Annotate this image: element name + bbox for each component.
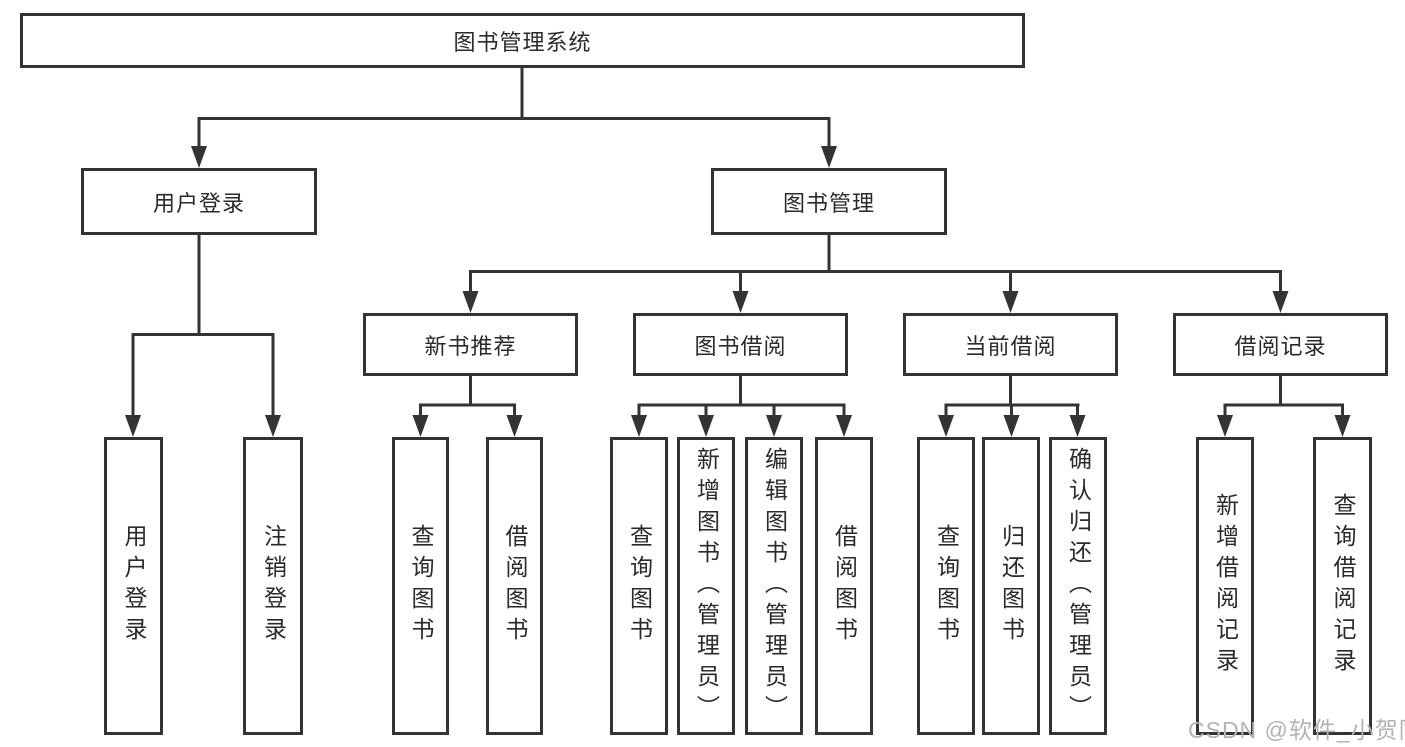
leaf-edit-book-admin-label: 编辑图书（管理员） xyxy=(761,446,788,726)
leaf-add-book-admin-label: 新增图书（管理员） xyxy=(693,446,720,726)
leaf-user-login: 用户登录 xyxy=(104,437,163,735)
leaf-query-books-current-label: 查询图书 xyxy=(933,524,960,648)
node-borrowing-records-label: 借阅记录 xyxy=(1234,333,1327,359)
leaf-query-books-recommend: 查询图书 xyxy=(392,437,449,735)
csdn-watermark: CSDN @软件_小贺同学 xyxy=(1188,717,1405,743)
leaf-return-book: 归还图书 xyxy=(982,437,1040,735)
leaf-add-book-admin: 新增图书（管理员） xyxy=(677,437,735,735)
node-current-borrowing-label: 当前借阅 xyxy=(964,333,1057,359)
leaf-query-books-current: 查询图书 xyxy=(917,437,975,735)
leaf-query-borrow-record: 查询借阅记录 xyxy=(1313,437,1372,735)
node-new-book-recommend-label: 新书推荐 xyxy=(424,333,517,359)
leaf-confirm-return-admin: 确认归还（管理员） xyxy=(1049,437,1107,735)
leaf-borrow-books: 借阅图书 xyxy=(815,437,873,735)
node-current-borrowing: 当前借阅 xyxy=(903,313,1118,376)
node-book-management-label: 图书管理 xyxy=(782,190,875,216)
leaf-return-book-label: 归还图书 xyxy=(998,524,1025,648)
node-library-system-label: 图书管理系统 xyxy=(453,29,592,55)
node-book-borrowing: 图书借阅 xyxy=(633,313,848,376)
leaf-borrow-books-recommend: 借阅图书 xyxy=(486,437,543,735)
leaf-user-login-label: 用户登录 xyxy=(121,524,147,648)
leaf-add-borrow-record: 新增借阅记录 xyxy=(1196,437,1254,735)
leaf-logout-label: 注销登录 xyxy=(260,524,287,648)
leaf-borrow-books-label: 借阅图书 xyxy=(831,524,858,648)
arrowheads xyxy=(125,146,1351,437)
node-book-borrowing-label: 图书借阅 xyxy=(694,333,787,359)
node-book-management: 图书管理 xyxy=(711,168,947,235)
leaf-query-books-borrow: 查询图书 xyxy=(610,437,668,735)
leaf-add-borrow-record-label: 新增借阅记录 xyxy=(1212,493,1239,679)
node-borrowing-records: 借阅记录 xyxy=(1173,313,1388,376)
node-new-book-recommend: 新书推荐 xyxy=(363,313,578,376)
leaf-edit-book-admin: 编辑图书（管理员） xyxy=(745,437,803,735)
node-user-login: 用户登录 xyxy=(81,168,317,235)
leaf-logout: 注销登录 xyxy=(243,437,303,735)
leaf-query-books-borrow-label: 查询图书 xyxy=(626,524,653,648)
leaf-borrow-books-recommend-label: 借阅图书 xyxy=(502,524,528,648)
leaf-query-books-recommend-label: 查询图书 xyxy=(408,524,434,648)
leaf-confirm-return-admin-label: 确认归还（管理员） xyxy=(1065,446,1092,726)
leaf-query-borrow-record-label: 查询借阅记录 xyxy=(1330,493,1356,679)
node-user-login-label: 用户登录 xyxy=(152,190,245,216)
node-library-system: 图书管理系统 xyxy=(20,13,1025,68)
